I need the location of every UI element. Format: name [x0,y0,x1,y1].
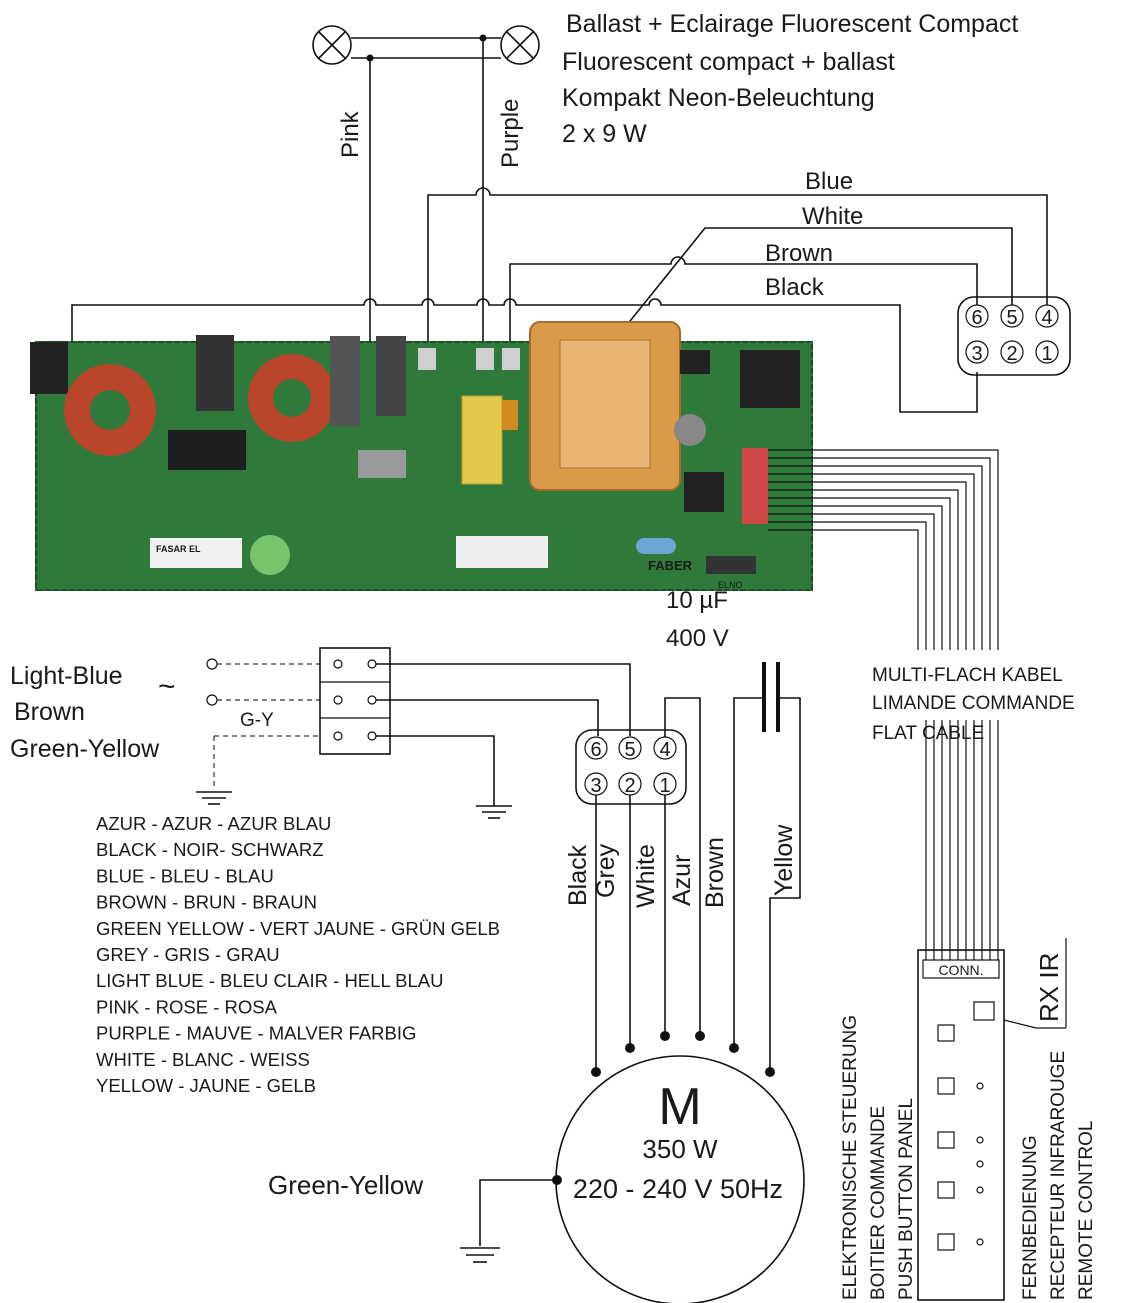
motor-power: 350 W [642,1134,718,1164]
capacitor-symbol [733,662,801,1072]
pcb-board: FASAR EL FABER ELNO [30,321,813,591]
flat-cable-label-en: FLAT CABLE [872,723,984,744]
legend-line: GREY - GRIS - GRAU [96,944,280,965]
flat-cable-label-fr: LIMANDE COMMANDE [872,693,1075,714]
svg-text:4: 4 [1041,307,1052,329]
panel-button-2[interactable] [937,1077,955,1095]
wire-black [71,298,978,413]
svg-text:3: 3 [590,775,601,797]
legend-line: PURPLE - MAUVE - MALVER FARBIG [96,1023,416,1044]
legend-line: GREEN YELLOW - VERT JAUNE - GRÜN GELB [96,918,500,939]
svg-text:1: 1 [1041,343,1052,365]
wire-capacitor-brown [733,697,764,1048]
lamp-group [312,25,540,345]
board-model: FASAR EL [156,544,201,554]
label-blue: Blue [805,168,853,195]
mains-light-blue: Light-Blue [10,662,123,690]
motor-wire-brown: Brown [701,837,729,908]
board-model-code: ELNO [718,580,743,590]
svg-text:6: 6 [971,307,982,329]
svg-text:5: 5 [624,739,635,761]
motor: M 350 W 220 - 240 V 50Hz [460,1055,805,1303]
panel-button-3[interactable] [937,1131,955,1149]
push-button-panel: CONN. [917,938,1067,1301]
mains-brown: Brown [14,698,85,726]
flat-cable-label-de: MULTI-FLACH KABEL [872,665,1063,686]
panel-led-1 [976,1082,984,1090]
ac-symbol-icon: ~ [158,670,176,703]
legend-line: LIGHT BLUE - BLEU CLAIR - HELL BLAU [96,970,444,991]
motor-wire-yellow: Yellow [770,824,798,896]
legend-line: YELLOW - JAUNE - GELB [96,1075,316,1096]
wire-blue [427,187,1048,345]
color-legend: AZUR - AZUR - AZUR BLAU BLACK - NOIR- SCH… [96,813,500,1096]
motor-wire-white: White [632,844,660,908]
wire-azur-loop [664,697,701,1036]
connector-motor: 6 5 4 3 2 1 [575,697,701,1036]
panel-button-1[interactable] [937,1024,955,1042]
legend-line: BLUE - BLEU - BLAU [96,865,274,886]
label-white: White [802,203,863,230]
mains-terminal-block [196,647,631,819]
lamp-rating: 2 x 9 W [562,120,647,148]
capacitor-value: 10 µF [666,587,728,614]
wire-mains-ground [376,735,495,806]
lamp-right-icon [500,25,540,65]
motor-wire-azur: Azur [668,855,696,906]
lamp-title-de: Kompakt Neon-Beleuchtung [562,84,875,112]
svg-text:3: 3 [971,343,982,365]
lamp-title-en: Fluorescent compact + ballast [562,48,895,76]
panel-left-fr: BOITIER COMMANDE [868,1106,889,1300]
legend-line: WHITE - BLANC - WEISS [96,1049,310,1070]
motor-wire-grey: Grey [592,843,620,898]
panel-rx-ir: RX IR [1034,953,1064,1022]
svg-text:6: 6 [590,739,601,761]
panel-right-fr: RECEPTEUR INFRAROUGE [1048,1051,1069,1300]
panel-button-5[interactable] [937,1233,955,1251]
lamp-title-fr: Ballast + Eclairage Fluorescent Compact [566,10,1018,38]
motor-wires [591,795,775,1077]
connector-top: 6 5 4 3 2 1 [957,296,1071,376]
legend-line: PINK - ROSE - ROSA [96,996,278,1017]
label-purple: Purple [497,99,524,168]
svg-text:5: 5 [1006,307,1017,329]
panel-right-de: FERNBEDIENUNG [1020,1135,1041,1300]
mains-green-yellow: Green-Yellow [10,735,160,763]
wire-mains-brown [376,699,599,736]
gy-label: G-Y [240,710,274,731]
legend-line: BLACK - NOIR- SCHWARZ [96,839,324,860]
board-brand: FABER [648,558,693,573]
svg-text:2: 2 [624,775,635,797]
flat-cable [768,449,999,960]
flat-cable-socket [742,448,768,524]
panel-left-en: PUSH BUTTON PANEL [896,1098,917,1300]
wire-yellow [769,697,801,1072]
panel-button-4[interactable] [937,1181,955,1199]
svg-text:4: 4 [659,739,670,761]
motor-wire-black: Black [564,844,592,906]
motor-symbol: M [658,1078,701,1136]
svg-text:2: 2 [1006,343,1017,365]
svg-text:1: 1 [659,775,670,797]
panel-left-de: ELEKTRONISCHE STEUERUNG [840,1015,861,1300]
ir-receiver-icon [973,1001,995,1021]
legend-line: AZUR - AZUR - AZUR BLAU [96,813,331,834]
label-pink: Pink [337,110,364,158]
capacitor-voltage: 400 V [666,625,729,652]
panel-right-en: REMOTE CONTROL [1076,1121,1097,1300]
motor-voltage: 220 - 240 V 50Hz [573,1174,783,1204]
legend-line: BROWN - BRUN - BRAUN [96,892,317,913]
wire-brown [509,256,978,345]
wire-mains-lightblue [376,663,631,736]
top-wires [71,187,1048,471]
lamp-left-icon [312,25,352,65]
panel-conn-label: CONN. [938,962,983,978]
label-brown: Brown [765,240,833,267]
label-black: Black [765,274,825,301]
motor-ground-label: Green-Yellow [268,1170,423,1200]
